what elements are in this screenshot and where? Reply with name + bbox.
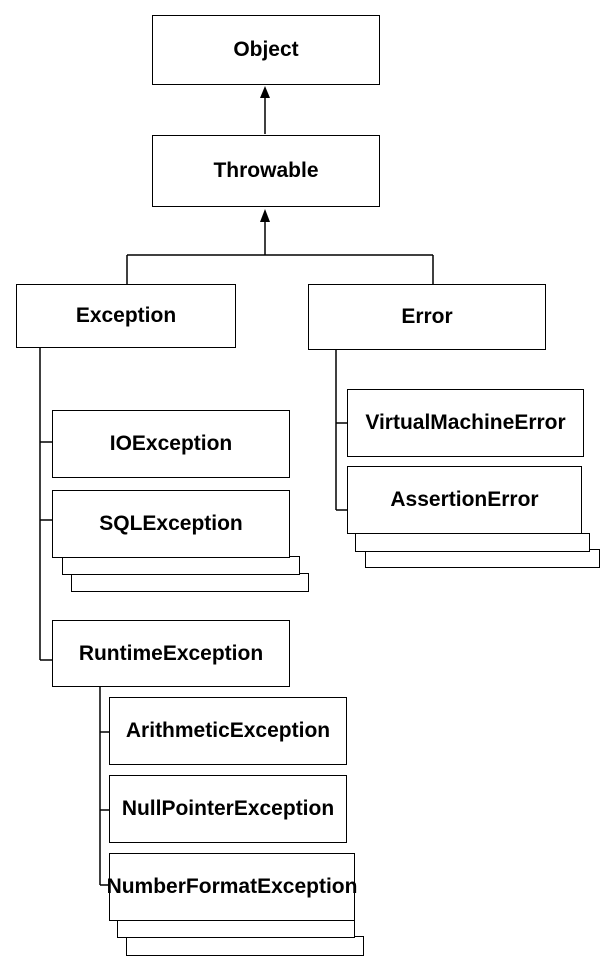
more-errors-stack-front	[355, 533, 590, 552]
node-numberformatexception: NumberFormatException	[107, 853, 357, 921]
more-runtime-exceptions-stack-front	[117, 918, 355, 938]
more-exceptions-stack-front	[62, 556, 300, 575]
arrowhead-to-throwable	[260, 209, 270, 222]
node-throwable: Throwable	[152, 135, 380, 207]
node-error: Error	[308, 284, 546, 350]
node-arithmeticexception: ArithmeticException	[109, 697, 347, 765]
node-sqlexception: SQLException	[52, 490, 290, 558]
more-exceptions-stack-back	[71, 573, 309, 592]
node-exception: Exception	[16, 284, 236, 348]
arrowhead-to-object	[260, 86, 270, 98]
node-assertionerror: AssertionError	[347, 466, 582, 534]
node-virtualmachineerror: VirtualMachineError	[347, 389, 584, 457]
more-runtime-exceptions-stack-back	[126, 936, 364, 956]
node-object: Object	[152, 15, 380, 85]
node-nullpointerexception: NullPointerException	[109, 775, 347, 843]
node-runtimeexception: RuntimeException	[52, 620, 290, 687]
node-ioexception: IOException	[52, 410, 290, 478]
